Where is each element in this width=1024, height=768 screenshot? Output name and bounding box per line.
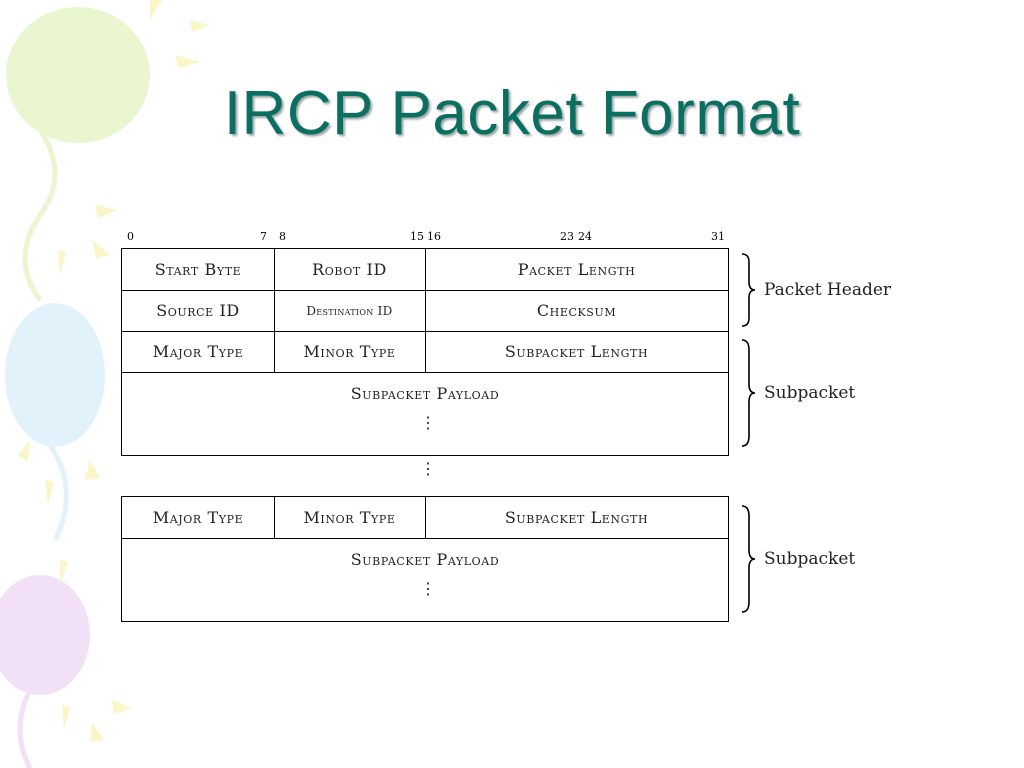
subpacket-label: Subpacket <box>764 549 856 569</box>
bit-label-0: 0 <box>127 230 134 243</box>
subpacket-label: Subpacket <box>764 383 856 403</box>
subpacket-table: Major Type Minor Type Subpacket Length S… <box>121 496 729 622</box>
field-subpacket-length: Subpacket Length <box>504 342 649 361</box>
packet-header-brace <box>741 253 756 327</box>
column-divider <box>274 497 275 538</box>
field-destination-id: Destination ID <box>306 303 393 318</box>
field-major-type: Major Type <box>152 508 244 527</box>
bit-label-15: 15 <box>410 230 424 243</box>
slide-title: IRCP Packet Format <box>223 79 801 148</box>
field-subpacket-length: Subpacket Length <box>504 508 649 527</box>
subpacket-brace <box>741 505 756 613</box>
subpacket-brace <box>741 339 756 447</box>
field-major-type: Major Type <box>152 342 244 361</box>
packet-table: Start Byte Robot ID Packet Length Source… <box>121 248 729 456</box>
payload-ellipsis: ⋮ <box>420 413 436 432</box>
column-divider <box>425 249 426 372</box>
bit-label-23: 23 <box>560 230 574 243</box>
field-subpacket-payload: Subpacket Payload <box>350 384 500 403</box>
bit-label-16: 16 <box>427 230 441 243</box>
payload-ellipsis: ⋮ <box>420 579 436 598</box>
field-source-id: Source ID <box>156 301 240 320</box>
field-packet-length: Packet Length <box>517 260 636 279</box>
field-checksum: Checksum <box>536 301 617 320</box>
field-start-byte: Start Byte <box>154 260 242 279</box>
packet-header-label: Packet Header <box>764 280 892 300</box>
field-minor-type: Minor Type <box>303 342 396 361</box>
bit-label-7: 7 <box>260 230 267 243</box>
bit-label-8: 8 <box>279 230 286 243</box>
row-divider <box>122 538 728 539</box>
row-divider <box>122 372 728 373</box>
field-subpacket-payload: Subpacket Payload <box>350 550 500 569</box>
field-minor-type: Minor Type <box>303 508 396 527</box>
bit-label-31: 31 <box>711 230 725 243</box>
subpacket-gap-ellipsis: ⋮ <box>420 459 436 478</box>
bit-label-24: 24 <box>578 230 592 243</box>
field-robot-id: Robot ID <box>312 260 387 279</box>
column-divider <box>425 497 426 538</box>
column-divider <box>274 249 275 372</box>
